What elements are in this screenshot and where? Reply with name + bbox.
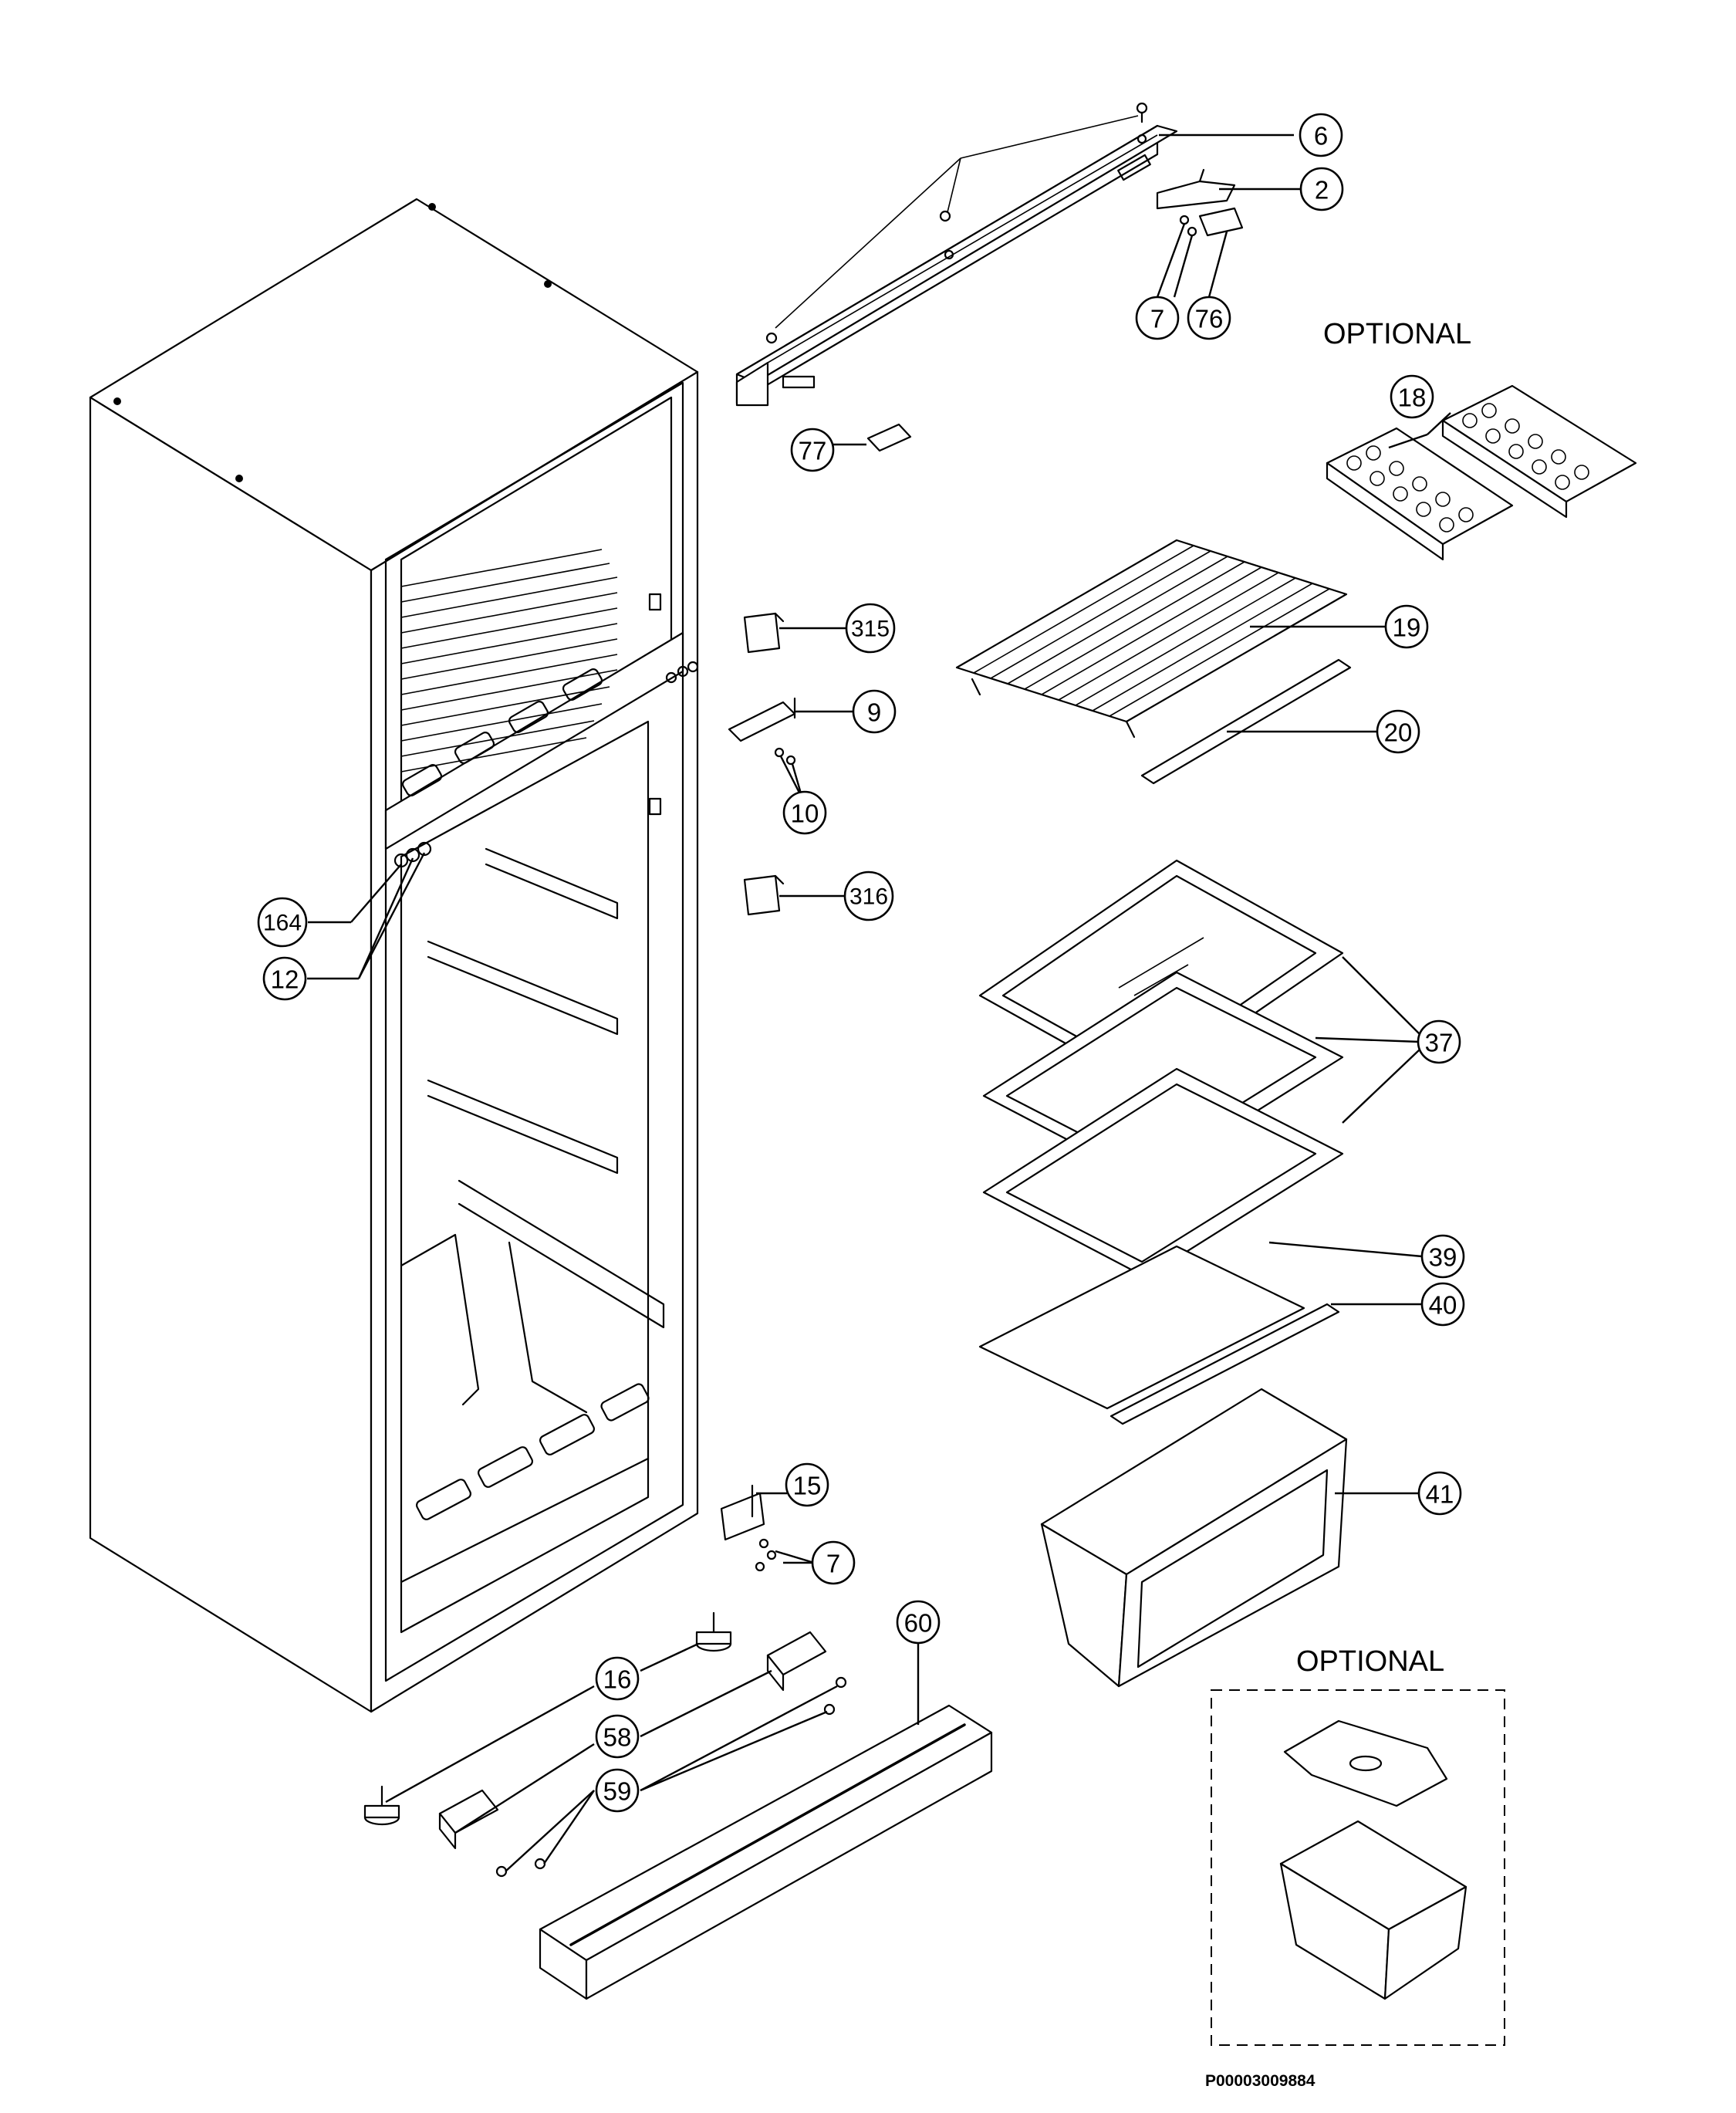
callout-7-bottom: 7: [811, 1540, 856, 1585]
callout-76: 76: [1187, 296, 1231, 340]
svg-text:41: 41: [1426, 1480, 1454, 1509]
callout-58: 58: [595, 1714, 640, 1759]
svg-text:58: 58: [603, 1723, 632, 1752]
callout-16: 16: [595, 1656, 640, 1701]
svg-text:77: 77: [799, 437, 827, 465]
optional-egg-tray-box: [1279, 1820, 1467, 2000]
callout-9: 9: [852, 689, 897, 734]
svg-text:12: 12: [271, 965, 299, 994]
kickplate: [539, 1704, 993, 2000]
callout-77: 77: [790, 428, 835, 472]
callout-59: 59: [595, 1768, 640, 1813]
svg-text:10: 10: [791, 800, 819, 828]
top-hinge: [1156, 168, 1244, 237]
callout-10: 10: [782, 790, 827, 835]
switch-315: [743, 612, 785, 654]
bracket-9: [728, 697, 796, 766]
callout-315: 315: [845, 603, 896, 654]
svg-text:316: 316: [849, 884, 888, 910]
ice-trays: [1326, 384, 1637, 561]
wire-shelf: [955, 539, 1348, 739]
callout-6: 6: [1299, 113, 1343, 157]
callout-37: 37: [1417, 1019, 1461, 1064]
svg-text:20: 20: [1384, 718, 1413, 747]
shelf-trim: [1140, 658, 1352, 785]
callout-316: 316: [843, 871, 894, 921]
callout-20: 20: [1376, 709, 1420, 754]
svg-text:60: 60: [904, 1609, 933, 1638]
svg-text:15: 15: [793, 1472, 822, 1500]
svg-text:6: 6: [1314, 122, 1328, 150]
pad-77: [866, 423, 912, 452]
callout-15: 15: [785, 1462, 829, 1507]
refrigerator-cabinet: [89, 198, 699, 1713]
optional-parts-box: [1211, 1689, 1505, 2046]
callout-12: 12: [262, 956, 307, 1001]
switch-316: [743, 874, 785, 916]
callout-60: 60: [896, 1600, 941, 1645]
callout-164: 164: [257, 897, 308, 948]
svg-text:39: 39: [1429, 1243, 1457, 1272]
svg-text:18: 18: [1398, 384, 1427, 412]
svg-text:59: 59: [603, 1777, 632, 1806]
callout-7-top: 7: [1135, 296, 1180, 340]
optional-heading-bottom: OPTIONAL: [1296, 1645, 1444, 1678]
optional-egg-tray-lid: [1283, 1719, 1448, 1807]
foot-bracket: [438, 1631, 827, 1850]
glass-shelves: [978, 859, 1344, 1279]
leader-lines: [307, 134, 1451, 1872]
callout-41: 41: [1417, 1471, 1462, 1516]
svg-text:164: 164: [263, 911, 302, 936]
top-cover-assembly: [735, 102, 1178, 407]
svg-text:76: 76: [1195, 305, 1224, 333]
svg-text:2: 2: [1315, 176, 1329, 205]
callout-18: 18: [1390, 374, 1434, 419]
svg-text:7: 7: [1150, 305, 1164, 333]
svg-text:9: 9: [867, 698, 881, 727]
callout-39: 39: [1420, 1234, 1465, 1279]
svg-text:40: 40: [1429, 1291, 1457, 1320]
crisper-cover: [978, 1245, 1305, 1410]
bottom-hinge: [720, 1484, 777, 1572]
svg-text:315: 315: [851, 617, 890, 642]
optional-heading-top: OPTIONAL: [1323, 318, 1471, 350]
callout-19: 19: [1384, 604, 1429, 649]
callout-2: 2: [1299, 167, 1344, 211]
crisper-trim: [1109, 1303, 1340, 1425]
callout-40: 40: [1420, 1282, 1465, 1327]
crisper-drawer: [1040, 1388, 1348, 1688]
svg-text:19: 19: [1393, 614, 1421, 642]
adjustable-foot: [363, 1611, 732, 1826]
svg-text:37: 37: [1425, 1029, 1454, 1057]
svg-text:7: 7: [826, 1550, 840, 1578]
document-code: P00003009884: [1205, 2072, 1316, 2090]
svg-text:16: 16: [603, 1665, 632, 1694]
